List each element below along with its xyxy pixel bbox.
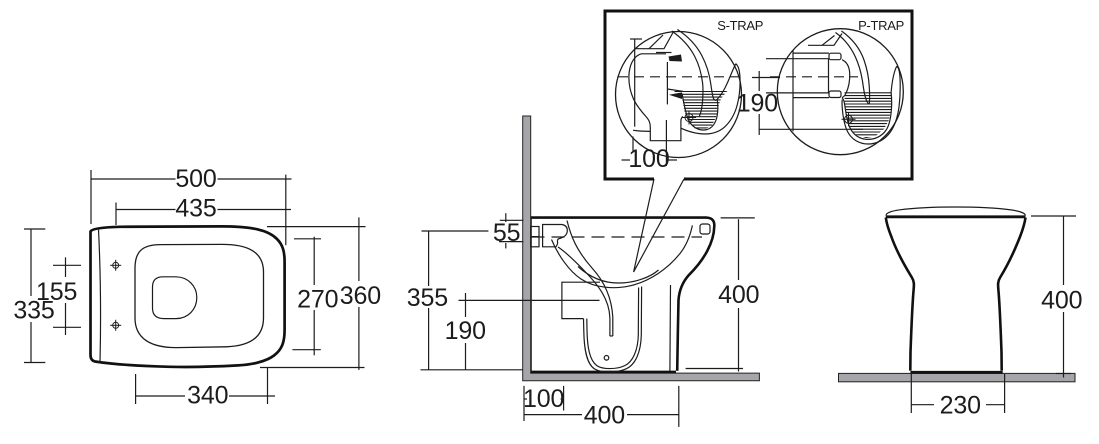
svg-text:435: 435 [175,195,216,223]
svg-text:100: 100 [523,385,564,413]
svg-text:355: 355 [407,284,448,312]
svg-text:100: 100 [628,145,669,173]
svg-text:500: 500 [175,165,216,193]
svg-text:335: 335 [13,297,54,325]
svg-text:360: 360 [340,282,381,310]
svg-text:400: 400 [718,281,759,309]
svg-text:400: 400 [584,402,625,430]
svg-text:400: 400 [1041,287,1082,315]
svg-text:P-TRAP: P-TRAP [858,18,904,33]
svg-text:230: 230 [940,391,981,419]
svg-text:270: 270 [297,285,338,313]
svg-text:190: 190 [445,317,486,345]
svg-text:340: 340 [187,381,228,409]
svg-text:55: 55 [493,219,521,247]
svg-text:155: 155 [36,278,77,306]
svg-text:190: 190 [737,90,778,118]
svg-text:S-TRAP: S-TRAP [717,18,763,33]
